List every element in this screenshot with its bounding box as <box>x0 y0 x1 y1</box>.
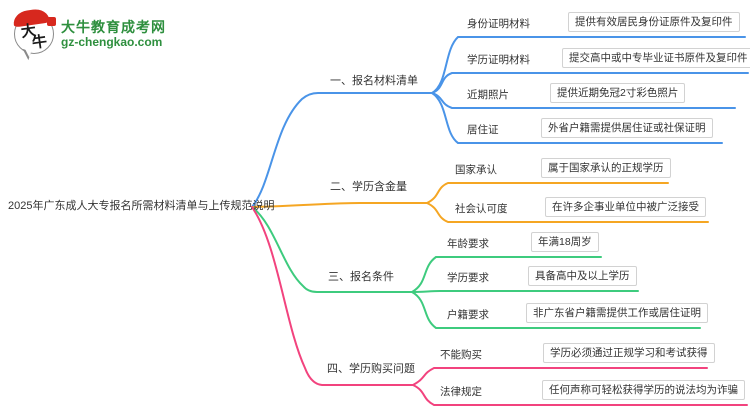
b1-row3-desc: 提供近期免冠2寸彩色照片 <box>550 83 686 103</box>
logo-red-seal-icon <box>47 17 56 26</box>
branch3-connectors <box>251 206 701 329</box>
branch1-row4-curve <box>431 92 723 144</box>
site-name: 大牛教育成考网 <box>61 18 166 35</box>
branch4-row1-curve <box>412 367 708 386</box>
b3-row3-desc: 非广东省户籍需提供工作或居住证明 <box>526 303 708 323</box>
branch2-main-curve <box>251 202 428 208</box>
branch3-row2-curve <box>411 290 639 293</box>
site-url: gz-chengkao.com <box>61 34 163 49</box>
site-logo[interactable]: 大 牛 大牛教育成考网 gz-chengkao.com <box>12 7 166 61</box>
branch1-label: 一、报名材料清单 <box>330 75 418 87</box>
b1-row2-label: 学历证明材料 <box>467 54 530 66</box>
branch1-row1-curve <box>431 36 746 94</box>
b2-row1-label: 国家承认 <box>455 164 497 176</box>
branch3-main-curve <box>251 206 413 293</box>
branch2-label: 二、学历含金量 <box>330 181 407 193</box>
b2-row2-desc: 在许多企事业单位中被广泛接受 <box>545 197 706 217</box>
b3-row2-desc: 具备高中及以上学历 <box>528 266 637 286</box>
b4-row2-label: 法律规定 <box>440 386 482 398</box>
b1-row3-label: 近期照片 <box>467 89 509 101</box>
b2-row1-desc: 属于国家承认的正规学历 <box>541 158 671 178</box>
branch1-main-curve <box>251 92 433 208</box>
b1-row1-label: 身份证明材料 <box>467 18 530 30</box>
b2-row2-label: 社会认可度 <box>455 203 508 215</box>
branch3-row1-curve <box>411 256 602 293</box>
branch4-main-curve <box>251 206 414 386</box>
branch2-connectors <box>251 182 709 223</box>
branch3-row3-curve <box>411 291 701 329</box>
branch4-connectors <box>251 206 748 406</box>
b4-row1-label: 不能购买 <box>440 349 482 361</box>
branch2-row2-curve <box>426 202 709 223</box>
b3-row1-label: 年龄要求 <box>447 238 489 250</box>
branch3-label: 三、报名条件 <box>328 271 394 283</box>
branch2-row1-curve <box>426 182 669 204</box>
b3-row3-label: 户籍要求 <box>447 309 489 321</box>
b1-row1-desc: 提供有效居民身份证原件及复印件 <box>568 12 740 32</box>
b1-row4-label: 居住证 <box>467 124 499 136</box>
b4-row1-desc: 学历必须通过正规学习和考试获得 <box>543 343 715 363</box>
branch4-label: 四、学历购买问题 <box>327 363 415 375</box>
logo-text: 大牛教育成考网 gz-chengkao.com <box>61 19 166 49</box>
branch4-row2-curve <box>412 384 748 406</box>
b3-row1-desc: 年满18周岁 <box>531 232 599 252</box>
b4-row2-desc: 任何声称可轻松获得学历的说法均为诈骗 <box>542 380 745 400</box>
logo-bubble-icon: 大 牛 <box>12 7 56 61</box>
branch1-connectors <box>251 36 749 208</box>
b1-row4-desc: 外省户籍需提供居住证或社保证明 <box>541 118 713 138</box>
logo-character: 牛 <box>30 33 49 52</box>
b3-row2-label: 学历要求 <box>447 272 489 284</box>
b1-row2-desc: 提交高中或中专毕业证书原件及复印件 <box>562 48 750 68</box>
branch1-row2-curve <box>431 72 749 94</box>
root-node: 2025年广东成人大专报名所需材料清单与上传规范说明 <box>8 200 275 212</box>
